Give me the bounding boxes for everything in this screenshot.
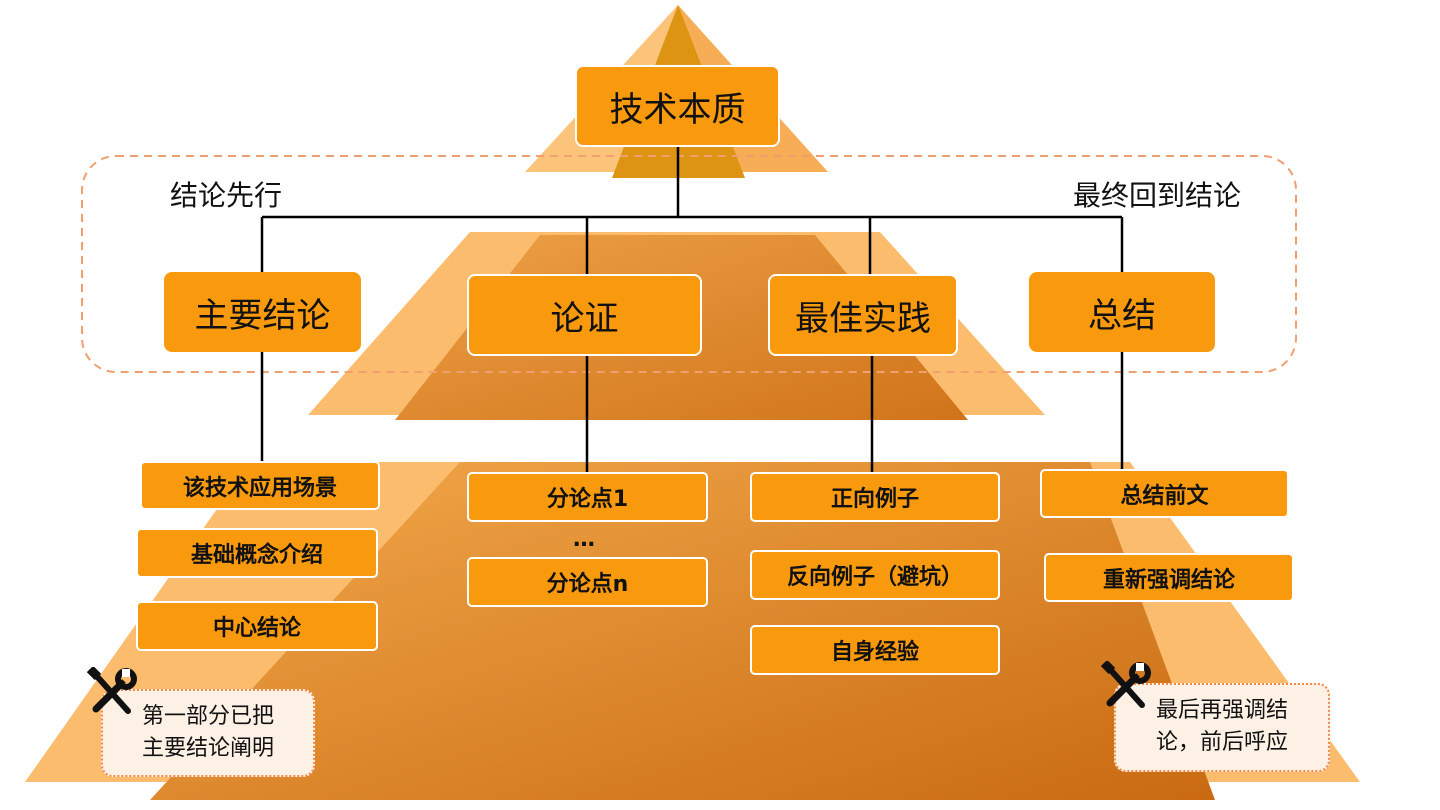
section-summary-label: 总结 bbox=[1088, 295, 1156, 336]
note-right-line1: 最后再强调结 bbox=[1155, 698, 1288, 723]
section-summary: 总结 bbox=[1029, 272, 1215, 352]
detail-sub-argument-1: 分论点1 bbox=[467, 472, 708, 522]
detail-positive-example: 正向例子 bbox=[750, 472, 1000, 522]
detail-basic-concepts: 基础概念介绍 bbox=[136, 528, 378, 578]
detail-reemphasize-conclusion: 重新强调结论 bbox=[1044, 553, 1294, 602]
section-argument: 论证 bbox=[467, 274, 702, 356]
note-right: 最后再强调结 论，前后呼应 bbox=[1114, 683, 1330, 772]
section-argument-label: 论证 bbox=[550, 298, 619, 339]
note-left-line2: 主要结论阐明 bbox=[141, 736, 274, 761]
connector-lines bbox=[260, 146, 1124, 472]
detail-ellipsis: … bbox=[573, 527, 595, 552]
section-best-practice-label: 最佳实践 bbox=[795, 298, 931, 339]
label-return-to-conclusion: 最终回到结论 bbox=[1073, 179, 1242, 212]
section-best-practice: 最佳实践 bbox=[768, 274, 958, 356]
section-main-conclusion-label: 主要结论 bbox=[194, 295, 331, 336]
detail-negative-example: 反向例子（避坑） bbox=[750, 550, 1000, 600]
detail-central-conclusion: 中心结论 bbox=[136, 601, 378, 651]
top-box-label: 技术本质 bbox=[609, 89, 746, 130]
note-left-line1: 第一部分已把 bbox=[141, 704, 274, 729]
note-right-line2: 论，前后呼应 bbox=[1155, 730, 1288, 755]
label-conclusion-first: 结论先行 bbox=[170, 179, 283, 212]
detail-own-experience: 自身经验 bbox=[750, 625, 1000, 675]
note-left: 第一部分已把 主要结论阐明 bbox=[101, 689, 315, 777]
detail-sub-argument-n: 分论点n bbox=[467, 557, 708, 607]
pyramid-bottom-tier bbox=[150, 462, 1215, 800]
detail-summarize-above: 总结前文 bbox=[1040, 469, 1289, 518]
section-main-conclusion: 主要结论 bbox=[164, 272, 361, 352]
detail-application-scenario: 该技术应用场景 bbox=[140, 461, 380, 510]
top-box-tech-essence: 技术本质 bbox=[575, 65, 780, 147]
wrench-screwdriver-icon bbox=[1100, 661, 1151, 708]
wrench-screwdriver-icon bbox=[86, 667, 137, 714]
